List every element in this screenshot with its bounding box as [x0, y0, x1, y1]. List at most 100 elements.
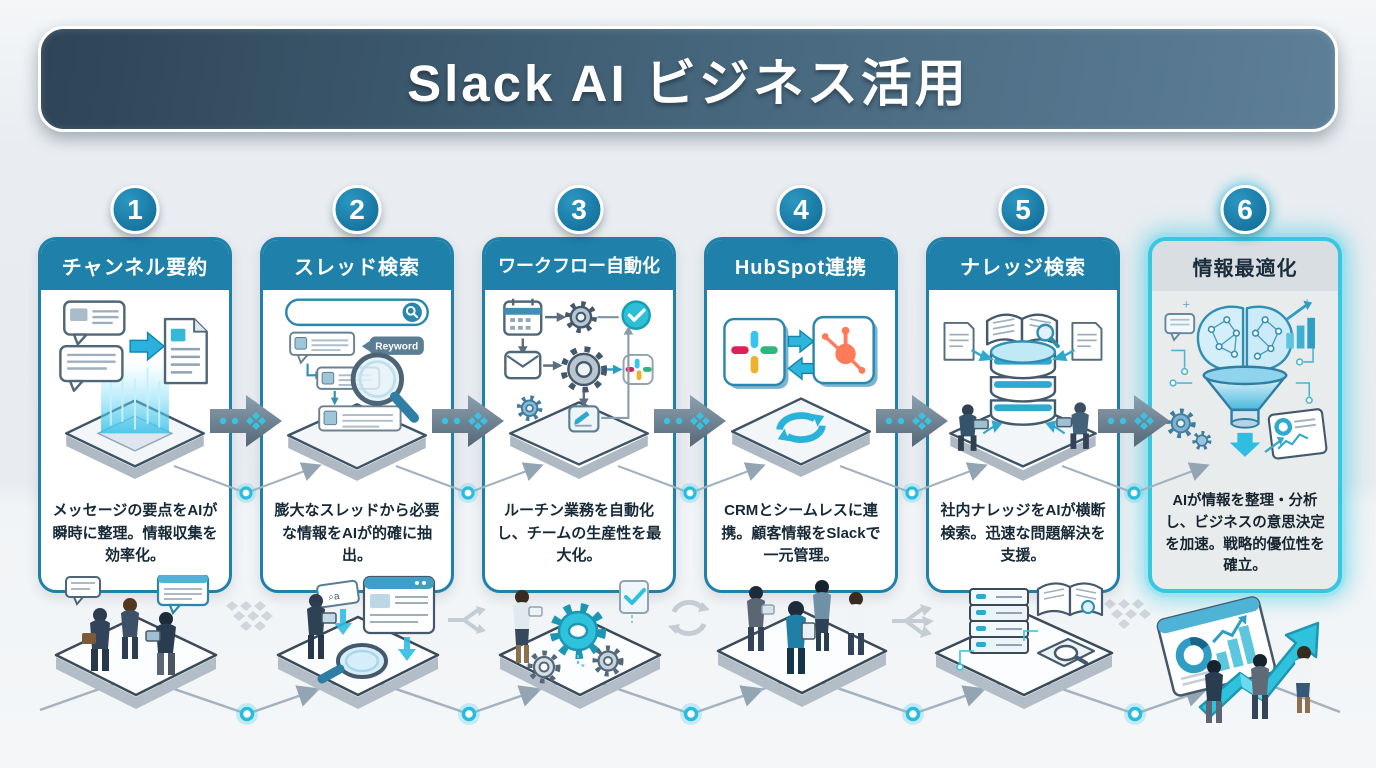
down-arrow-icon — [1229, 432, 1261, 457]
gear-icon — [564, 301, 597, 334]
share-arrows-decoration — [892, 604, 934, 638]
automation-flow-icon — [503, 298, 654, 479]
scene-team-chat-discussion — [54, 575, 218, 709]
step-card: HubSpot連携 — [704, 237, 898, 593]
step-card: チャンネル要約 — [38, 237, 232, 593]
step-title: ワークフロー自動化 — [485, 240, 673, 290]
scene-growth-chart — [1156, 596, 1320, 723]
step-number-badge: 3 — [554, 185, 604, 234]
svg-text:Reyword: Reyword — [375, 342, 418, 353]
thread-message-item — [318, 405, 402, 432]
inflow-arrows — [971, 349, 1075, 362]
database-stack-icon — [989, 340, 1057, 426]
search-bar — [285, 298, 429, 327]
gear-icon-small — [516, 395, 543, 422]
gear-icon — [1165, 408, 1212, 451]
two-way-arrows-icon — [787, 329, 815, 381]
step-5-knowledge-search: 5 ナレッジ検索 — [926, 185, 1120, 595]
gear-icon-large — [560, 346, 608, 393]
scene-gears-automation — [498, 580, 662, 709]
information-optimization-illustration: + + — [1152, 291, 1338, 489]
circuit-decoration — [1169, 348, 1314, 404]
hubspot-logo — [821, 326, 866, 374]
step-2-thread-search: 2 スレッド検索 — [260, 185, 454, 595]
open-book-icon — [985, 313, 1060, 349]
down-arrow-cyan — [398, 637, 416, 661]
magnifier-pad-icon — [1036, 637, 1096, 668]
knowledge-search-illustration — [929, 290, 1117, 488]
person-figure — [813, 580, 831, 651]
gear-icon-outline — [527, 650, 561, 684]
document-icon — [943, 321, 975, 361]
gear-icon-large — [550, 603, 606, 668]
down-arrow-cyan — [334, 609, 352, 635]
step-number-badge: 2 — [332, 185, 382, 234]
browser-window-icon — [362, 575, 436, 635]
step-card: ワークフロー自動化 — [482, 237, 676, 593]
diamond-grid-decoration — [1104, 599, 1151, 629]
dashboard-panel-icon — [1267, 408, 1328, 460]
email-icon — [504, 350, 542, 380]
flow-arrow — [306, 363, 318, 377]
check-card-icon — [619, 580, 649, 623]
scene-knowledge-servers — [934, 582, 1114, 709]
document-icon — [1071, 321, 1103, 361]
step-card-highlighted: 情報最適化 — [1148, 237, 1342, 593]
person-with-laptop — [1056, 402, 1089, 449]
person-figure — [847, 592, 865, 655]
person-figure — [307, 594, 337, 659]
dashboard-panel-icon — [1156, 596, 1276, 697]
person-figure — [121, 598, 139, 659]
step-6-information-optimization: 6 情報最適化 — [1148, 185, 1342, 595]
ai-brain-icon — [1196, 305, 1294, 372]
scene-team-meeting — [716, 580, 888, 707]
step-3-workflow-automation: 3 ワークフロー自動化 — [482, 185, 676, 595]
right-arrow-icon — [129, 331, 166, 362]
step-description: ルーチン業務を自動化し、チームの生産性を最大化。 — [496, 502, 662, 565]
page-title: Slack AI ビジネス活用 — [407, 55, 969, 112]
step-title: スレッド検索 — [263, 240, 451, 290]
chat-bubble-icon — [59, 344, 124, 392]
sync-cycle-icon — [776, 412, 826, 444]
search-keys-icon: ⌕a — [316, 579, 360, 609]
brain-funnel-icon: + + — [1164, 295, 1328, 460]
keyword-tag: Reyword — [361, 336, 424, 355]
step-description: 膨大なスレッドから必要な情報をAIが的確に抽出。 — [274, 502, 440, 565]
person-figure — [786, 601, 816, 674]
diamond-grid-decoration — [226, 601, 273, 631]
step-title: HubSpot連携 — [707, 240, 895, 290]
step-description: メッセージの要点をAIが瞬時に整理。情報収集を効率化。 — [52, 502, 218, 565]
step-description: AIが情報を整理・分析し、ビジネスの意思決定を加速。戦略的優位性を確立。 — [1165, 493, 1325, 575]
thread-search-illustration: Reyword — [263, 290, 451, 488]
check-circle-icon — [621, 300, 651, 330]
workflow-automation-illustration — [485, 290, 673, 488]
step-1-channel-summary: 1 チャンネル要約 — [38, 185, 232, 595]
chat-bubble-icon — [1164, 313, 1196, 342]
chat-bubble-icon — [156, 575, 210, 616]
svg-text:⌕a: ⌕a — [328, 591, 341, 604]
chat-to-document-icon — [59, 300, 208, 479]
small-arrow — [1264, 439, 1282, 454]
step-number-badge: 5 — [998, 185, 1048, 234]
thread-search-icon: Reyword — [285, 298, 429, 481]
plus-decoration: + — [1183, 297, 1190, 311]
step-title: 情報最適化 — [1152, 241, 1338, 291]
step-number-badge: 4 — [776, 185, 826, 234]
step-description: 社内ナレッジをAIが横断検索。迅速な問題解決を支援。 — [940, 502, 1106, 565]
chat-bubble-icon — [63, 300, 126, 346]
step-card: ナレッジ検索 — [926, 237, 1120, 593]
magnifier-icon — [350, 352, 420, 423]
gear-icon-outline — [592, 645, 624, 677]
step-title: チャンネル要約 — [41, 240, 229, 290]
step-4-hubspot-integration: 4 HubSpot連携 — [704, 185, 898, 595]
person-figure — [1295, 646, 1313, 713]
slack-app-tile-icon — [622, 353, 654, 385]
hubspot-tile — [812, 315, 878, 387]
server-stack-icon — [969, 588, 1029, 654]
person-figure — [145, 612, 176, 675]
person-figure — [513, 590, 543, 663]
isometric-platform — [730, 397, 872, 478]
summary-document-icon — [163, 317, 208, 385]
step-description: CRMとシームレスに連携。顧客情報をSlackで一元管理。 — [721, 502, 881, 565]
step-card: スレッド検索 Reywor — [260, 237, 454, 593]
